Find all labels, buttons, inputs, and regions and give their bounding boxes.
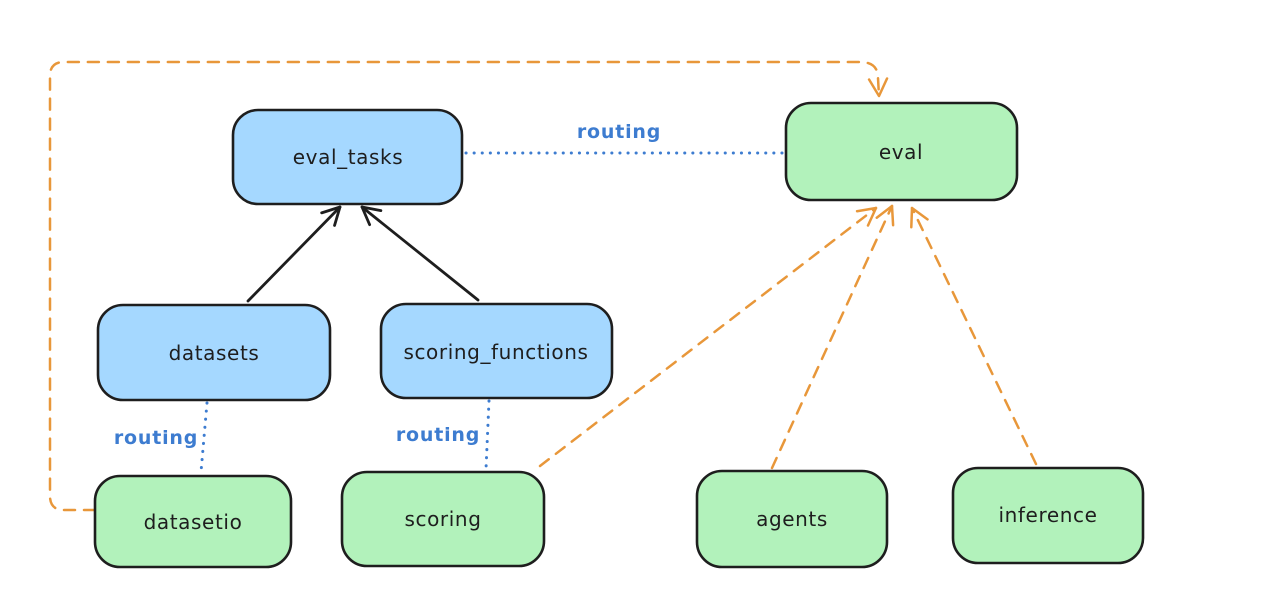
node-agents-label: agents — [756, 507, 828, 531]
node-datasets: datasets — [96, 303, 332, 402]
node-eval: eval — [784, 101, 1019, 202]
node-datasetio-label: datasetio — [144, 510, 243, 534]
routing-label-scoring-functions-scoring: routing — [396, 424, 480, 446]
routing-label-eval-tasks-eval: routing — [577, 121, 661, 143]
node-inference-label: inference — [998, 503, 1097, 527]
edge-agents-to-eval-arrow — [770, 204, 895, 470]
routing-label-datasets-datasetio: routing — [114, 427, 198, 449]
node-datasets-label: datasets — [169, 341, 260, 365]
node-eval-label: eval — [879, 140, 923, 164]
node-datasetio: datasetio — [93, 474, 293, 569]
edge-datasetio-to-eval-arrow — [48, 60, 889, 512]
node-agents: agents — [695, 469, 889, 569]
edge-datasets-to-eval-tasks-arrow — [246, 205, 342, 303]
node-eval-tasks-label: eval_tasks — [293, 145, 403, 169]
edge-inference-to-eval-arrow — [910, 206, 1038, 466]
edge-scoring-to-eval-arrow — [538, 206, 878, 468]
edge-datasets-datasetio-routing-line — [199, 401, 209, 474]
node-eval-tasks: eval_tasks — [231, 108, 464, 206]
edge-scoring-functions-scoring-routing-line — [484, 399, 491, 471]
node-scoring-functions: scoring_functions — [379, 302, 614, 400]
node-scoring-functions-label: scoring_functions — [403, 340, 588, 364]
node-inference: inference — [951, 466, 1145, 565]
node-scoring-label: scoring — [404, 507, 481, 531]
edge-scoring-functions-to-eval-tasks-arrow — [360, 205, 480, 302]
node-scoring: scoring — [340, 470, 546, 568]
